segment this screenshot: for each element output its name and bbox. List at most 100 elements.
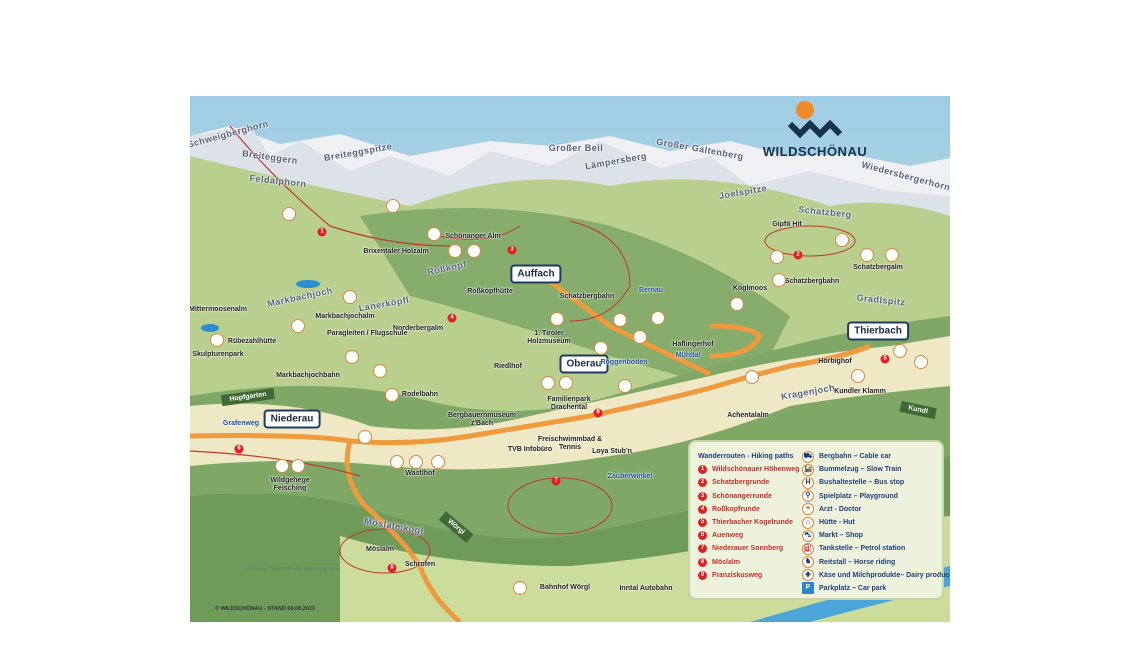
legend-symbol-item: ♞Reitstall – Horse riding [802,556,950,569]
place-label: Bahnhof Wörgl [539,584,591,591]
poi-icon[interactable] [772,273,786,287]
poi-icon[interactable] [390,455,404,469]
poi-icon[interactable] [373,364,387,378]
place-label: Möslalm [365,546,395,553]
poi-icon[interactable] [770,250,784,264]
poi-icon[interactable] [343,290,357,304]
poi-icon[interactable] [431,455,445,469]
route-name: Thierbacher Kogelrunde [712,519,793,527]
route-name: Auenweg [712,532,744,540]
route-name: Niederauer Sonnberg [712,545,784,553]
route-number-icon: 8 [698,557,707,567]
place-label: Gipfö Hit [772,221,802,228]
shop-icon: ⛍ [802,529,814,542]
parking-icon: P [802,582,814,595]
poi-icon[interactable] [594,341,608,355]
route-number-marker: 9 [593,408,603,418]
town-label-auffach: Auffach [510,264,562,284]
poi-icon[interactable] [448,244,462,258]
dairy-icon: ◈ [802,569,814,582]
poi-icon[interactable] [893,344,907,358]
poi-icon[interactable] [559,376,573,390]
poi-icon[interactable] [513,581,527,595]
place-label: Schatzbergbahn [784,278,840,285]
route-number-marker: 2 [793,250,803,260]
poi-icon[interactable] [385,388,399,402]
place-label: Haflingerhof [672,341,714,348]
hut-icon: ⌂ [802,516,814,529]
symbol-name: Arzt - Doctor [819,505,862,513]
poi-icon[interactable] [210,333,224,347]
poi-icon[interactable] [730,297,744,311]
poi-icon[interactable] [835,233,849,247]
poi-icon[interactable] [282,207,296,221]
route-number-marker: 4 [447,313,457,323]
route-number-icon: 1 [698,465,707,475]
symbol-name: Reitstall – Horse riding [819,558,896,566]
place-label: Familienpark Drachental [547,396,591,411]
symbol-name: Spielplatz – Playground [819,492,898,500]
poi-icon[interactable] [851,369,865,383]
place-label: Roßkopfhütte [467,288,513,295]
route-number-marker: 6 [234,444,244,454]
poi-icon[interactable] [358,430,372,444]
place-label: Rübezahlhütte [227,338,277,345]
train-icon: 🚂 [802,463,814,476]
poi-icon[interactable] [885,248,899,262]
route-name: Schönangerrunde [712,492,772,500]
poi-icon[interactable] [914,355,928,369]
poi-icon[interactable] [345,350,359,364]
symbol-name: Bushaltestelle – Bus stop [819,479,905,487]
bus-stop-label: Roggenboden [600,359,648,366]
poi-icon[interactable] [860,248,874,262]
place-label: Schatzbergbahn [559,293,615,300]
bus-stop-label: Zauberwinkel [607,473,653,480]
place-label: Koglmoos [732,285,768,292]
legend-route-item: 5 Thierbacher Kogelrunde [698,516,799,529]
poi-icon[interactable] [427,227,441,241]
legend-symbol-item: ⛍ Markt – Shop [802,529,950,542]
poi-icon[interactable] [386,199,400,213]
legend-symbol-item: +Arzt - Doctor [802,503,950,516]
place-label: Kundler Klamm [834,388,886,395]
playground-icon: ⚲ [802,490,814,503]
cable-car-icon: ⛟ [802,450,814,463]
poi-icon[interactable] [745,370,759,384]
poi-icon[interactable] [409,455,423,469]
poi-icon[interactable] [618,379,632,393]
symbol-name: Markt – Shop [819,532,863,540]
place-label: Bergbauernmuseum z'Bach [447,412,517,427]
town-label-thierbach: Thierbach [847,321,909,341]
poi-icon[interactable] [467,244,481,258]
poi-icon[interactable] [613,313,627,327]
route-number-icon: 5 [698,518,707,528]
route-name: Roßkopfrunde [712,505,760,513]
poi-icon[interactable] [651,311,665,325]
poi-icon[interactable] [633,330,647,344]
bus-stop-icon: H [802,476,814,489]
place-label: Riedlhof [494,363,522,370]
poi-icon[interactable] [291,319,305,333]
legend-symbol-item: ⌂Hütte - Hut [802,516,950,529]
symbol-name: Parkplatz – Car park [819,584,887,592]
place-label: Wastlhof [405,470,435,477]
place-label: Markbachjochalm [315,313,375,320]
legend-symbol-item: ⛟Bergbahn – Cable car [802,450,950,463]
place-label: Markbachjochbahn [276,372,340,379]
poi-icon[interactable] [541,376,555,390]
place-label: Achentalalm [727,412,769,419]
legend-symbol-item: ⚲ Spielplatz – Playground [802,490,950,503]
poi-icon[interactable] [275,459,289,473]
peak-label: Großer Beil [548,143,604,153]
route-number-marker: 1 [317,227,327,237]
town-label-oberau: Oberau [559,354,609,374]
poi-icon[interactable] [550,312,564,326]
place-label: 1. Tiroler Holzmuseum [527,330,571,345]
route-number-icon: 3 [698,491,707,501]
poi-icon[interactable] [291,459,305,473]
